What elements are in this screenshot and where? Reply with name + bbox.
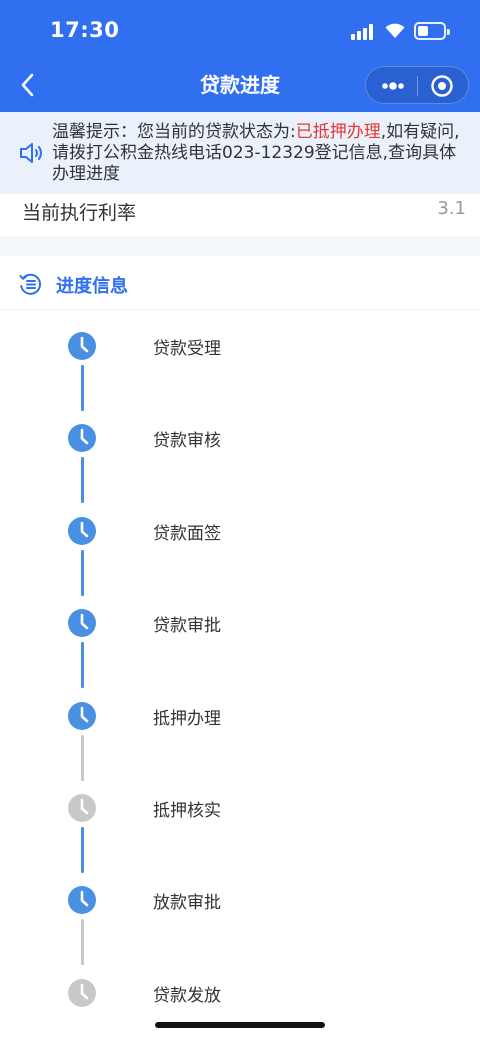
progress-section-title: 进度信息 [56,276,128,297]
interest-rate-label: 当前执行利率 [22,202,137,224]
battery-icon [414,22,450,40]
progress-step: 贷款发放 [0,973,480,1013]
section-divider [0,236,480,256]
progress-step: 抵押办理 [0,696,480,736]
notice-prefix: 温馨提示：您当前的贷款状态为: [52,122,296,142]
timeline-connector [81,735,84,781]
clock-icon [67,331,97,361]
progress-step: 贷款审核 [0,418,480,458]
timeline-connector [81,827,84,873]
notice-suffix: ,如有疑问,请拨打公积金热线电话023-12329登记信息,查询具体办理进度 [52,122,460,184]
notice-text: 温馨提示：您当前的贷款状态为:已抵押办理,如有疑问,请拨打公积金热线电话023-… [52,122,464,185]
clock-icon [67,793,97,823]
status-time: 17:30 [50,18,120,42]
timeline-connector [81,550,84,596]
clock-icon [67,608,97,638]
progress-step-label: 抵押核实 [153,801,221,821]
loan-status: 已抵押办理 [295,122,381,142]
timeline-connector [81,642,84,688]
progress-step-label: 贷款审核 [153,431,221,451]
clock-icon [67,978,97,1008]
speaker-icon [20,143,42,163]
close-target-icon[interactable] [430,74,454,98]
progress-step-label: 贷款审批 [153,616,221,636]
mini-program-capsule [365,66,469,104]
progress-step-label: 放款审批 [153,893,221,913]
progress-step-label: 贷款发放 [153,986,221,1006]
progress-step: 贷款受理 [0,326,480,366]
back-icon[interactable] [14,70,42,100]
wifi-icon [385,23,405,38]
notice-banner [0,112,480,194]
status-bar: 17:30 [0,0,480,60]
page-title: 贷款进度 [200,73,280,97]
progress-step-label: 抵押办理 [153,709,221,729]
progress-list-icon [19,273,41,295]
cellular-signal-icon [351,24,375,40]
progress-step-label: 贷款受理 [153,339,221,359]
progress-step: 贷款面签 [0,511,480,551]
progress-step-label: 贷款面签 [153,524,221,544]
progress-step: 贷款审批 [0,603,480,643]
interest-rate-row: 当前执行利率 3.1 [0,194,480,234]
progress-section-header: 进度信息 [0,256,480,310]
progress-step: 抵押核实 [0,788,480,828]
clock-icon [67,516,97,546]
timeline-connector [81,919,84,965]
clock-icon [67,701,97,731]
interest-rate-value: 3.1 [437,198,466,219]
home-indicator [155,1022,325,1028]
timeline-connector [81,457,84,503]
timeline-connector [81,365,84,411]
clock-icon [67,885,97,915]
top-bar: 17:30 贷款进度 [0,0,480,112]
more-icon[interactable] [378,76,408,96]
progress-step: 放款审批 [0,880,480,920]
clock-icon [67,423,97,453]
